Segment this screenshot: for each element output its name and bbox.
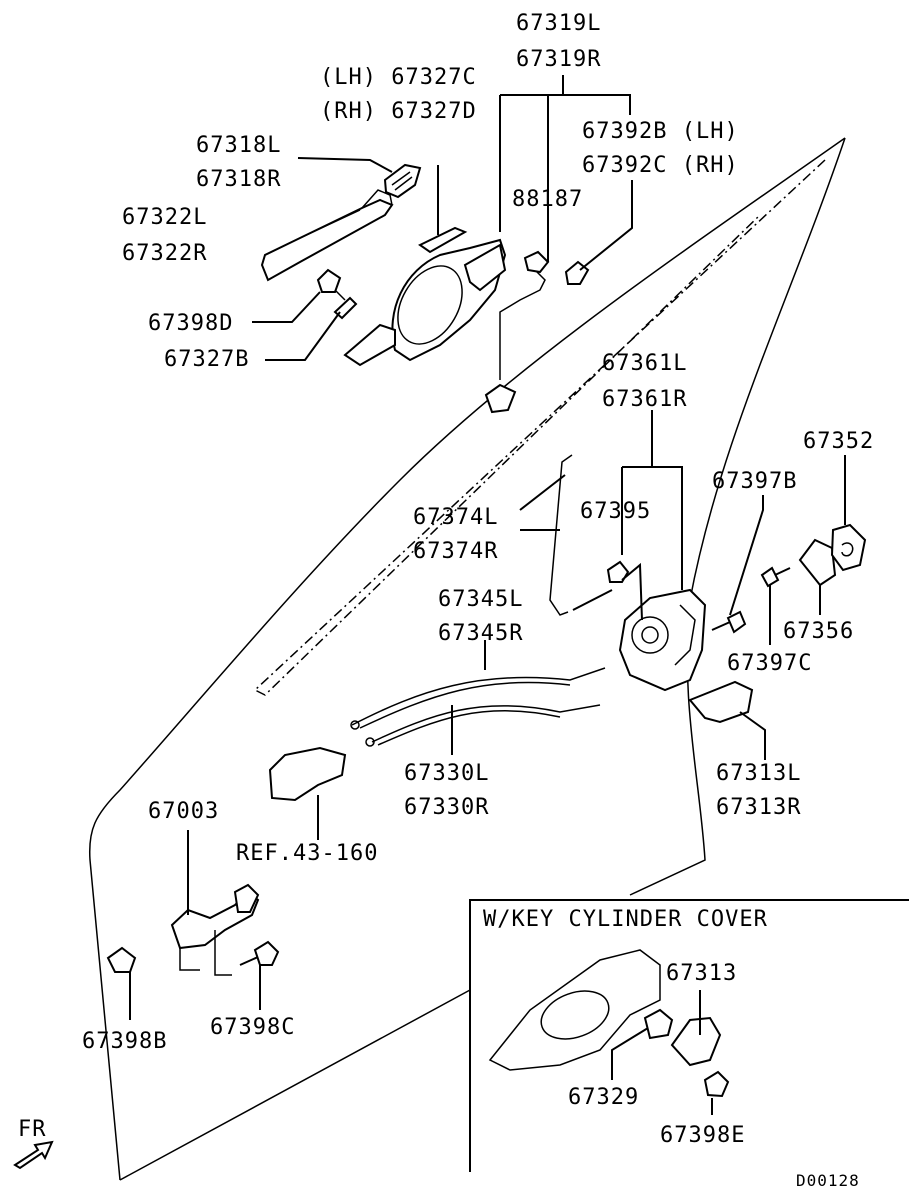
label-67322L: 67322L <box>122 205 207 230</box>
label-67398C: 67398C <box>210 1015 295 1040</box>
bolt-67398B <box>106 946 137 973</box>
handle-gasket <box>418 226 468 254</box>
part-labels: 67319L 67319R (LH) 67327C (RH) 67327D 67… <box>18 11 874 1187</box>
label-67330R: 67330R <box>404 795 489 820</box>
outside-handle <box>260 198 394 282</box>
label-67329: 67329 <box>568 1085 639 1110</box>
front-label: FR <box>18 1117 47 1142</box>
inset-handle-frame <box>488 949 661 1071</box>
bolt-67395 <box>606 560 630 583</box>
door-outline <box>88 137 846 1181</box>
label-67345L: 67345L <box>438 587 523 612</box>
label-67392C: 67392C (RH) <box>582 153 739 178</box>
label-67374R: 67374R <box>413 539 498 564</box>
label-67318L: 67318L <box>196 133 281 158</box>
striker-67356 <box>798 538 837 587</box>
label-67322R: 67322R <box>122 241 207 266</box>
handle-frame <box>343 238 507 367</box>
label-67361R: 67361R <box>602 387 687 412</box>
label-67374L: 67374L <box>413 505 498 530</box>
lock-rod-harness <box>484 250 550 414</box>
label-67361L: 67361L <box>602 351 687 376</box>
label-67318R: 67318R <box>196 167 281 192</box>
inset-title: W/KEY CYLINDER COVER <box>483 907 768 932</box>
bolt-67398E <box>703 1070 730 1098</box>
label-67003: 67003 <box>148 799 219 824</box>
label-ref-43-160: REF.43-160 <box>236 841 378 866</box>
label-67327D: (RH) 67327D <box>320 99 477 124</box>
bolt-67398D <box>316 268 346 301</box>
handle-cap <box>383 163 422 199</box>
label-67330L: 67330L <box>404 761 489 786</box>
label-67395: 67395 <box>580 499 651 524</box>
label-88187: 88187 <box>512 187 583 212</box>
label-67398E: 67398E <box>660 1123 745 1148</box>
door-check-67003 <box>170 883 260 950</box>
inside-handle-ref <box>268 746 347 802</box>
label-67313L: 67313L <box>716 761 801 786</box>
label-67392B: 67392B (LH) <box>582 119 739 144</box>
label-67313R: 67313R <box>716 795 801 820</box>
label-67397B: 67397B <box>712 469 797 494</box>
bolt-67398C <box>239 940 280 966</box>
label-67356: 67356 <box>783 619 854 644</box>
label-67398D: 67398D <box>148 311 233 336</box>
cables <box>350 667 606 747</box>
label-67313: 67313 <box>666 961 737 986</box>
key-cylinder-cover-inset <box>469 899 909 1172</box>
leader-lines <box>129 75 846 1115</box>
door-lock-actuator <box>618 588 707 692</box>
screw-67397C <box>760 566 791 588</box>
label-67319R: 67319R <box>516 47 601 72</box>
front-arrow-icon <box>13 1140 54 1170</box>
label-67319L: 67319L <box>516 11 601 36</box>
screw-67397B <box>711 610 747 634</box>
label-67345R: 67345R <box>438 621 523 646</box>
label-67398B: 67398B <box>82 1029 167 1054</box>
shim-67352 <box>830 523 867 572</box>
lock-rod-67374 <box>549 454 573 616</box>
label-67397C: 67397C <box>727 651 812 676</box>
lock-cover-67313 <box>688 680 754 724</box>
diagram-code: D00128 <box>796 1171 860 1187</box>
label-67327B: 67327B <box>164 347 249 372</box>
key-cylinder-cap-67329 <box>643 1008 674 1040</box>
inset-cover-67313 <box>670 1016 722 1067</box>
label-67327C: (LH) 67327C <box>320 65 477 90</box>
label-67352: 67352 <box>803 429 874 454</box>
